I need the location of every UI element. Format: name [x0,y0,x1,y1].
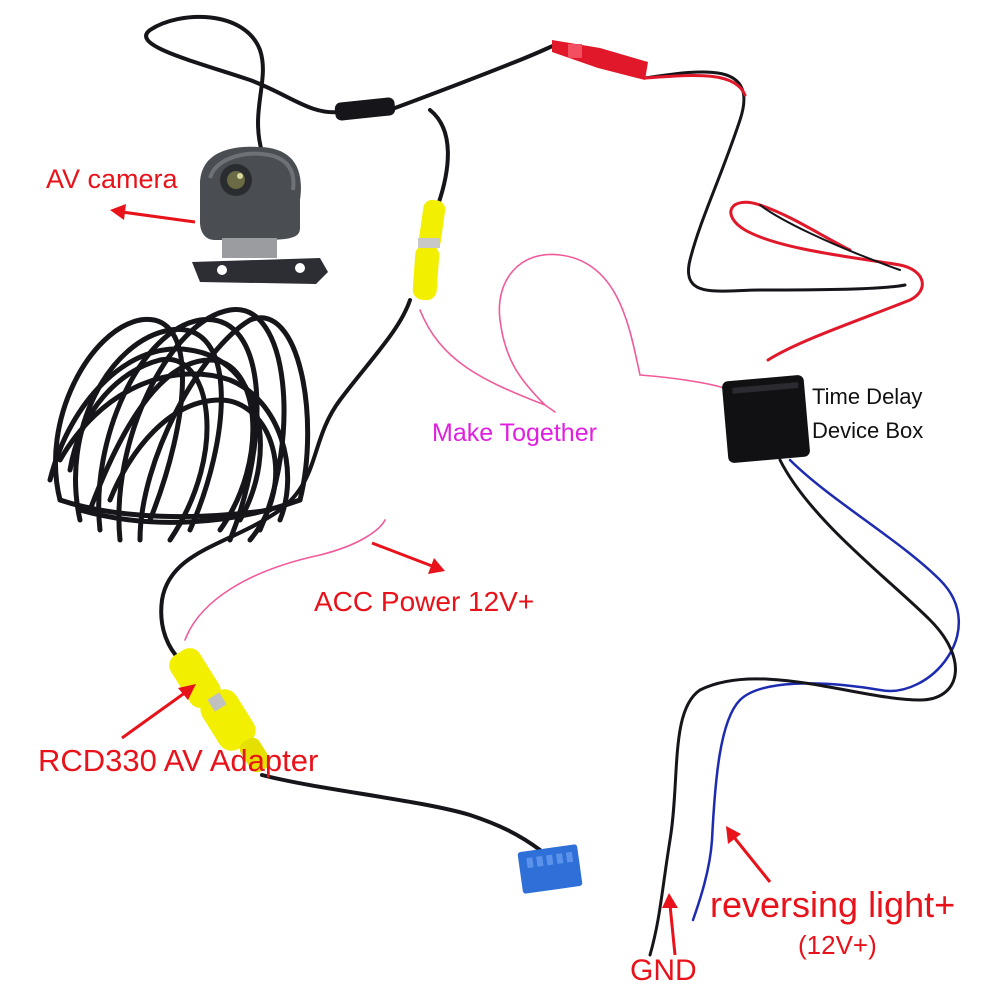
red-power-wire [643,70,924,362]
label-time-delay-line2: Device Box [812,418,924,443]
label-gnd: GND [630,954,697,987]
label-rcd330: RCD330 AV Adapter [38,743,319,778]
rca-connector-lower [169,648,271,773]
signal-wires [648,458,961,957]
av-camera [192,146,328,284]
pink-wires [184,253,729,641]
blue-connector [517,844,583,894]
arrow-acc-power [371,541,445,574]
arrow-reversing-light [726,826,772,883]
arrow-rcd330 [121,684,196,740]
av-cable [144,14,557,852]
annotation-arrows [110,204,772,956]
red-rca-plug [552,40,648,80]
arrow-gnd [662,893,678,956]
label-reversing-light: reversing light+ [710,884,956,925]
time-delay-box [722,375,810,463]
cable-coupler [334,97,396,121]
label-make-together: Make Together [432,419,597,447]
rca-connector-upper [412,199,446,301]
label-time-delay-line1: Time Delay [812,384,923,409]
label-reversing-voltage: (12V+) [798,930,877,960]
label-acc-power: ACC Power 12V+ [314,586,535,617]
arrow-av-camera [110,204,196,224]
label-av-camera: AV camera [46,164,178,194]
coiled-cable [47,307,311,543]
